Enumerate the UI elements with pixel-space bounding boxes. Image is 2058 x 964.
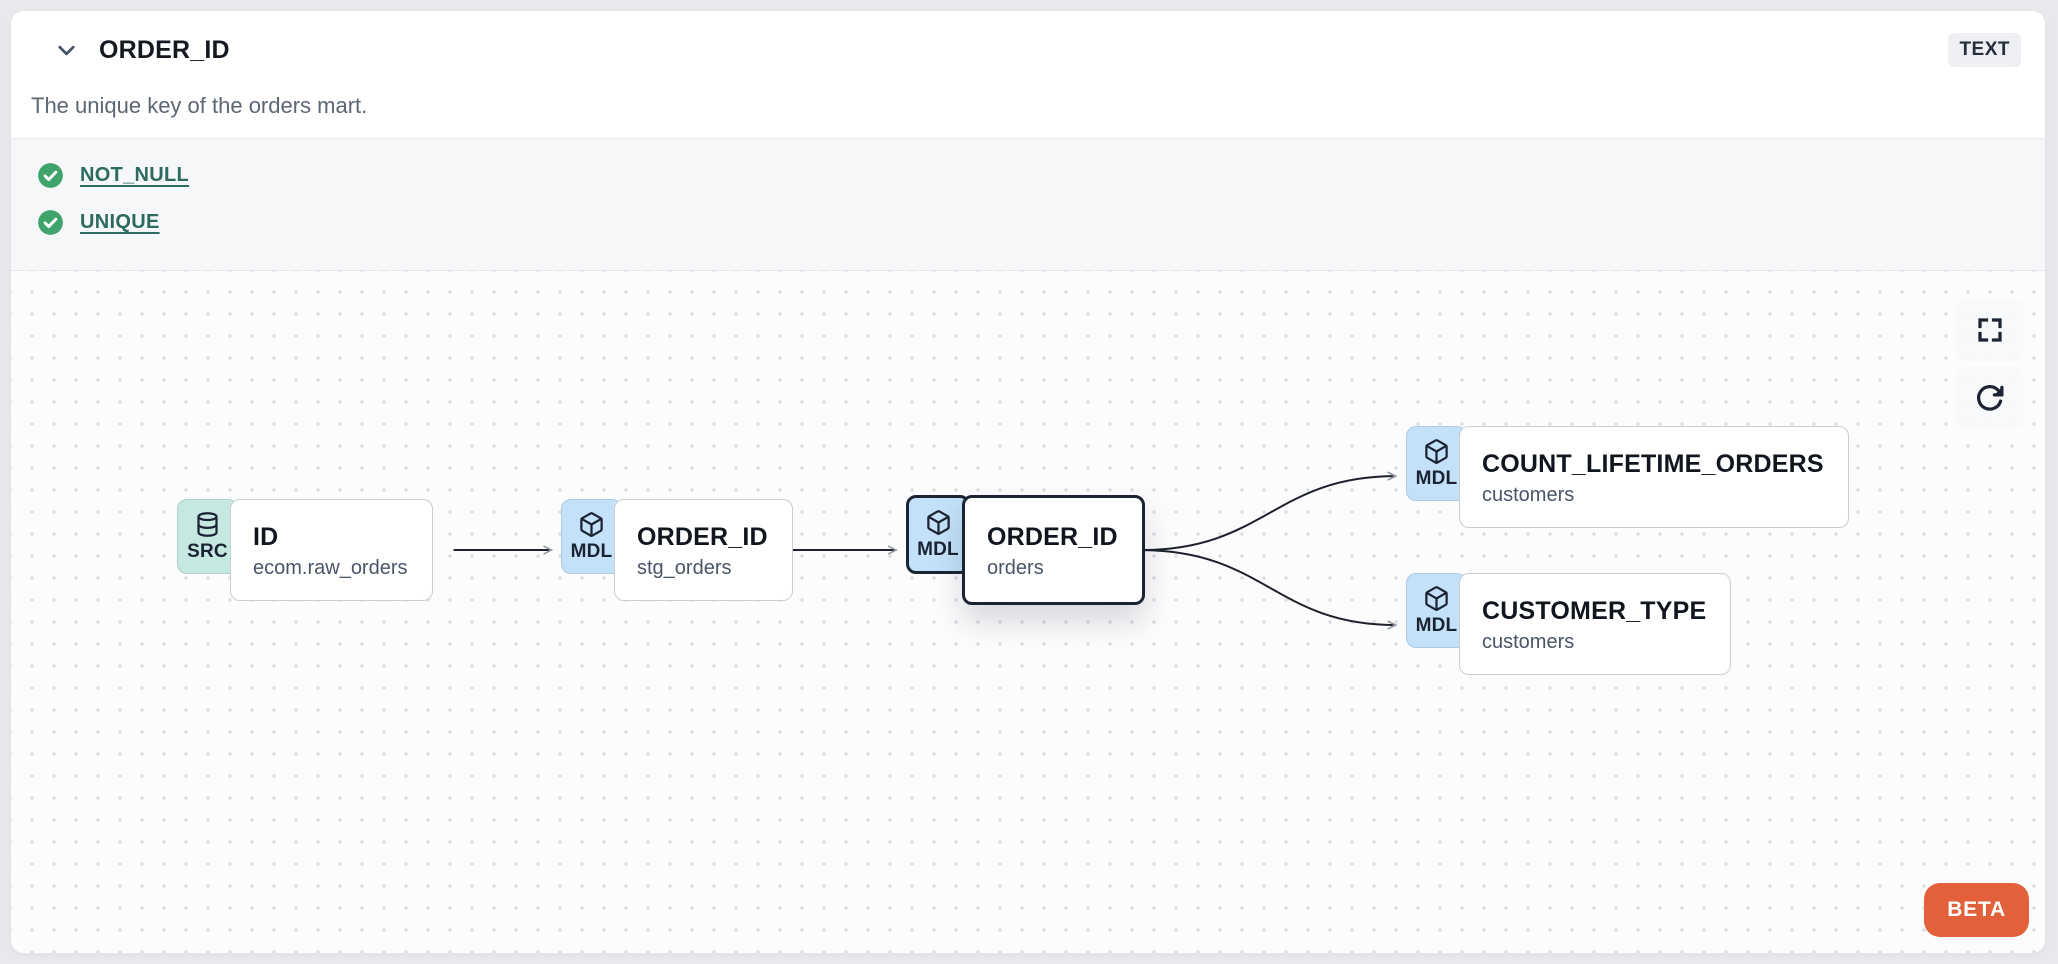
lineage-edges: [453, 471, 1398, 630]
node-card: CUSTOMER_TYPE customers: [1459, 573, 1732, 675]
beta-badge: BETA: [1924, 883, 2029, 937]
test-link-not-null[interactable]: NOT_NULL: [80, 163, 190, 186]
collapse-toggle[interactable]: [49, 33, 83, 67]
badge-label: MDL: [570, 540, 613, 562]
node-subtitle: stg_orders: [637, 556, 732, 579]
fullscreen-icon: [1978, 318, 2002, 342]
node-card: ORDER_ID orders: [962, 495, 1145, 605]
column-details-panel: ORDER_ID TEXT The unique key of the orde…: [10, 10, 2046, 954]
lineage-node-order-id-stg-orders[interactable]: MDL ORDER_ID stg_orders: [561, 499, 793, 601]
badge-label: MDL: [1415, 467, 1458, 489]
node-title: COUNT_LIFETIME_ORDERS: [1482, 449, 1824, 478]
model-cube-icon: [580, 511, 603, 537]
badge-label: SRC: [187, 540, 228, 562]
check-circle-icon: [38, 162, 63, 188]
database-icon: [197, 511, 218, 537]
column-title: ORDER_ID: [99, 35, 230, 64]
edge-orders-to-count-lifetime-orders: [1140, 471, 1398, 552]
model-badge: MDL: [561, 499, 622, 574]
node-subtitle: ecom.raw_orders: [253, 556, 408, 579]
node-card: COUNT_LIFETIME_ORDERS customers: [1459, 426, 1849, 528]
node-card: ORDER_ID stg_orders: [614, 499, 793, 601]
chevron-down-icon: [57, 45, 75, 55]
test-row-not-null: NOT_NULL: [37, 160, 2045, 190]
node-title: ORDER_ID: [987, 522, 1118, 551]
model-badge: MDL: [1406, 426, 1467, 501]
refresh-button[interactable]: [1957, 367, 2023, 429]
model-badge: MDL: [906, 495, 970, 574]
test-row-unique: UNIQUE: [37, 207, 2045, 237]
source-badge: SRC: [177, 499, 238, 574]
lineage-node-id-ecom-raw-orders[interactable]: SRC ID ecom.raw_orders: [177, 499, 433, 601]
refresh-icon: [1976, 385, 2004, 411]
node-card: ID ecom.raw_orders: [230, 499, 433, 601]
check-circle-icon: [38, 209, 63, 235]
panel-header: ORDER_ID TEXT The unique key of the orde…: [11, 11, 2045, 138]
node-title: CUSTOMER_TYPE: [1482, 596, 1707, 625]
badge-label: MDL: [1415, 614, 1458, 636]
model-badge: MDL: [1406, 573, 1467, 648]
node-subtitle: customers: [1482, 483, 1575, 506]
column-type-badge: TEXT: [1948, 33, 2021, 67]
column-description: The unique key of the orders mart.: [31, 93, 368, 118]
badge-label: MDL: [917, 538, 959, 560]
graph-controls: [1957, 299, 2023, 429]
node-subtitle: customers: [1482, 630, 1575, 653]
model-cube-icon: [1425, 438, 1448, 464]
tests-section: NOT_NULL UNIQUE: [11, 138, 2045, 271]
lineage-graph-canvas[interactable]: SRC ID ecom.raw_orders MDL ORDER_ID stg_…: [11, 271, 2045, 953]
node-title: ID: [253, 522, 279, 551]
node-title: ORDER_ID: [637, 522, 768, 551]
lineage-node-count-lifetime-orders-customers[interactable]: MDL COUNT_LIFETIME_ORDERS customers: [1406, 426, 1849, 528]
test-link-unique[interactable]: UNIQUE: [80, 210, 160, 233]
lineage-node-customer-type-customers[interactable]: MDL CUSTOMER_TYPE customers: [1406, 573, 1732, 675]
model-cube-icon: [926, 509, 950, 535]
edge-orders-to-customer-type: [1140, 549, 1398, 630]
node-subtitle: orders: [987, 556, 1044, 579]
model-cube-icon: [1425, 585, 1448, 611]
lineage-node-order-id-orders-selected[interactable]: MDL ORDER_ID orders: [906, 495, 1145, 605]
fullscreen-button[interactable]: [1957, 299, 2023, 361]
